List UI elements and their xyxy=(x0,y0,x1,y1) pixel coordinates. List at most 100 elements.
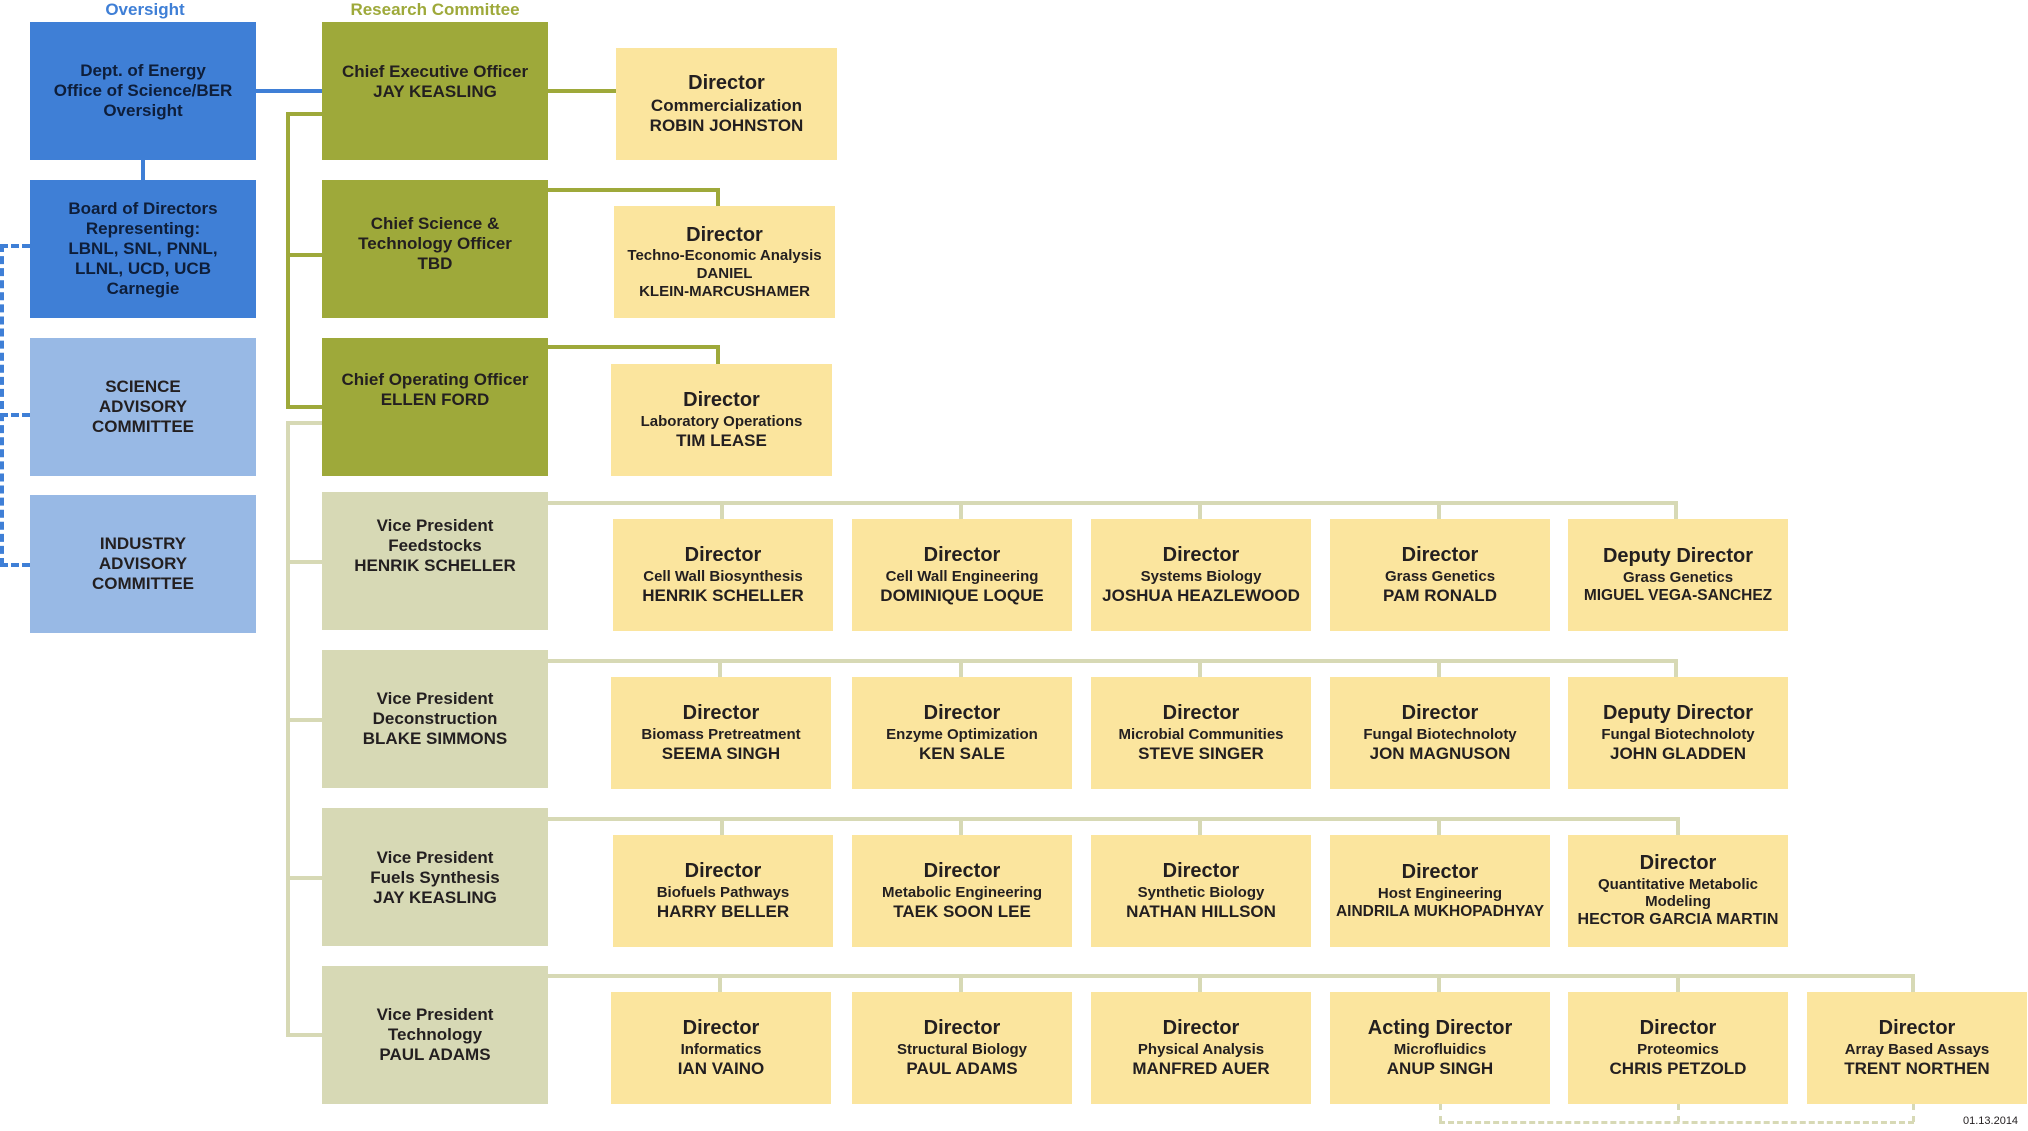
vp-feedstocks-box: Vice President Feedstocks HENRIK SCHELLE… xyxy=(322,492,548,630)
director-title: Director xyxy=(923,702,1001,725)
director-card: Director Proteomics CHRIS PETZOLD xyxy=(1568,992,1788,1104)
director-dept: Host Engineering xyxy=(1377,884,1503,902)
director-card: Director Synthetic Biology NATHAN HILLSO… xyxy=(1091,835,1311,947)
director-title: Director xyxy=(684,544,762,567)
director-title: Director xyxy=(682,702,760,725)
doe-oversight-box: Dept. of Energy Office of Science/BER Ov… xyxy=(30,22,256,160)
director-card: Director Array Based Assays TRENT NORTHE… xyxy=(1807,992,2027,1104)
industry-line-1: INDUSTRY xyxy=(99,533,187,553)
director-card: Director Physical Analysis MANFRED AUER xyxy=(1091,992,1311,1104)
director-dept: Laboratory Operations xyxy=(640,412,803,430)
director-card: Director Grass Genetics PAM RONALD xyxy=(1330,519,1550,631)
director-dept: Cell Wall Biosynthesis xyxy=(643,567,803,585)
director-name: KEN SALE xyxy=(919,743,1005,763)
science-advisory-committee-box: SCIENCE ADVISORY COMMITTEE xyxy=(30,338,256,476)
director-dept: Techno-Economic Analysis xyxy=(627,247,822,265)
director-laboratory-operations: Director Laboratory Operations TIM LEASE xyxy=(611,364,832,476)
director-commercialization: Director Commercialization ROBIN JOHNSTO… xyxy=(616,48,837,160)
director-name: JOSHUA HEAZLEWOOD xyxy=(1102,585,1300,605)
director-card: Director Metabolic Engineering TAEK SOON… xyxy=(852,835,1072,947)
director-card: Deputy Director Grass Genetics MIGUEL VE… xyxy=(1568,519,1788,631)
industry-line-2: ADVISORY xyxy=(98,553,188,573)
director-title: Director xyxy=(684,860,762,883)
director-card: Director Cell Wall Engineering DOMINIQUE… xyxy=(852,519,1072,631)
director-title: Director xyxy=(688,72,765,95)
director-title: Director xyxy=(1162,544,1240,567)
director-title: Director xyxy=(1401,861,1479,884)
director-title: Director xyxy=(1401,544,1479,567)
coo-title: Chief Operating Officer xyxy=(341,370,529,389)
director-title: Deputy Director xyxy=(1602,702,1754,725)
science-line-3: COMMITTEE xyxy=(92,417,194,437)
director-name: ANUP SINGH xyxy=(1386,1058,1494,1078)
director-name: STEVE SINGER xyxy=(1138,743,1264,763)
vp-title: Vice President xyxy=(376,848,494,867)
board-line-3: LBNL, SNL, PNNL, xyxy=(68,238,218,258)
director-title: Director xyxy=(682,1017,760,1040)
director-dept: Enzyme Optimization xyxy=(886,725,1038,743)
director-card: Director Biomass Pretreatment SEEMA SING… xyxy=(611,677,831,789)
director-dept: Biomass Pretreatment xyxy=(641,725,801,743)
vp-name: HENRIK SCHELLER xyxy=(354,556,516,576)
science-line-1: SCIENCE xyxy=(105,376,181,396)
csto-line-2: Technology Officer xyxy=(358,234,512,254)
director-title: Director xyxy=(923,544,1001,567)
director-name: MANFRED AUER xyxy=(1132,1058,1270,1078)
director-card: Director Microbial Communities STEVE SIN… xyxy=(1091,677,1311,789)
director-title: Director xyxy=(1639,852,1717,875)
director-dept: Structural Biology xyxy=(896,1040,1027,1058)
director-title: Director xyxy=(1878,1017,1956,1040)
ceo-box: Chief Executive Officer JAY KEASLING xyxy=(322,22,548,160)
director-name: HENRIK SCHELLER xyxy=(642,585,804,605)
coo-name: ELLEN FORD xyxy=(380,390,490,410)
director-title: Director xyxy=(1162,702,1240,725)
vp-name: PAUL ADAMS xyxy=(379,1045,491,1065)
director-dept: Commercialization xyxy=(650,95,803,115)
research-committee-header: Research Committee xyxy=(350,0,520,19)
director-name: PAM RONALD xyxy=(1383,585,1497,605)
vp-technology-box: Vice President Technology PAUL ADAMS xyxy=(322,966,548,1104)
doe-line-3: Oversight xyxy=(103,101,183,121)
vp-deconstruction-box: Vice President Deconstruction BLAKE SIMM… xyxy=(322,650,548,788)
director-name: DANIEL xyxy=(696,264,753,282)
board-line-2: Representing: xyxy=(85,218,201,238)
director-name: HECTOR GARCIA MARTIN xyxy=(1577,911,1779,929)
doe-line-1: Dept. of Energy xyxy=(80,60,206,80)
director-name: IAN VAINO xyxy=(677,1058,765,1078)
vp-name: BLAKE SIMMONS xyxy=(362,729,508,749)
director-name: TIM LEASE xyxy=(676,430,767,450)
vp-title: Vice President xyxy=(376,1004,494,1024)
vp-fuels-synthesis-box: Vice President Fuels Synthesis JAY KEASL… xyxy=(322,808,548,946)
director-name: PAUL ADAMS xyxy=(906,1058,1018,1078)
coo-box: Chief Operating Officer ELLEN FORD xyxy=(322,338,548,476)
director-name: SEEMA SINGH xyxy=(661,743,781,763)
director-title: Director xyxy=(1639,1017,1717,1040)
science-line-2: ADVISORY xyxy=(98,396,188,416)
director-dept: Fungal Biotechnoloty xyxy=(1601,725,1755,743)
director-card: Acting Director Microfluidics ANUP SINGH xyxy=(1330,992,1550,1104)
ceo-title: Chief Executive Officer xyxy=(341,62,529,81)
director-card: Director Fungal Biotechnoloty JON MAGNUS… xyxy=(1330,677,1550,789)
board-line-1: Board of Directors xyxy=(68,198,218,218)
director-card: Director Biofuels Pathways HARRY BELLER xyxy=(613,835,833,947)
director-dept: Cell Wall Engineering xyxy=(885,567,1039,585)
director-name: CHRIS PETZOLD xyxy=(1609,1058,1747,1078)
director-techno-economic-analysis: Director Techno-Economic Analysis DANIEL… xyxy=(614,206,835,318)
director-dept: Microbial Communities xyxy=(1118,725,1284,743)
director-title: Acting Director xyxy=(1367,1017,1513,1040)
director-name: JON MAGNUSON xyxy=(1369,743,1511,763)
director-name: TRENT NORTHEN xyxy=(1844,1058,1990,1078)
director-dept: Biofuels Pathways xyxy=(656,883,790,901)
oversight-header: Oversight xyxy=(105,0,185,19)
director-title: Director xyxy=(686,223,763,246)
director-name: JOHN GLADDEN xyxy=(1609,743,1746,763)
director-name-line-2: KLEIN-MARCUSHAMER xyxy=(639,282,810,300)
director-card: Director Host Engineering AINDRILA MUKHO… xyxy=(1330,835,1550,947)
director-name: TAEK SOON LEE xyxy=(893,901,1031,921)
vp-area: Technology xyxy=(387,1024,483,1044)
vp-area: Feedstocks xyxy=(388,536,482,556)
director-dept: Grass Genetics xyxy=(1622,568,1734,586)
director-dept: Metabolic Engineering xyxy=(881,883,1043,901)
director-name: MIGUEL VEGA-SANCHEZ xyxy=(1583,586,1773,604)
director-name: DOMINIQUE LOQUE xyxy=(880,585,1044,605)
